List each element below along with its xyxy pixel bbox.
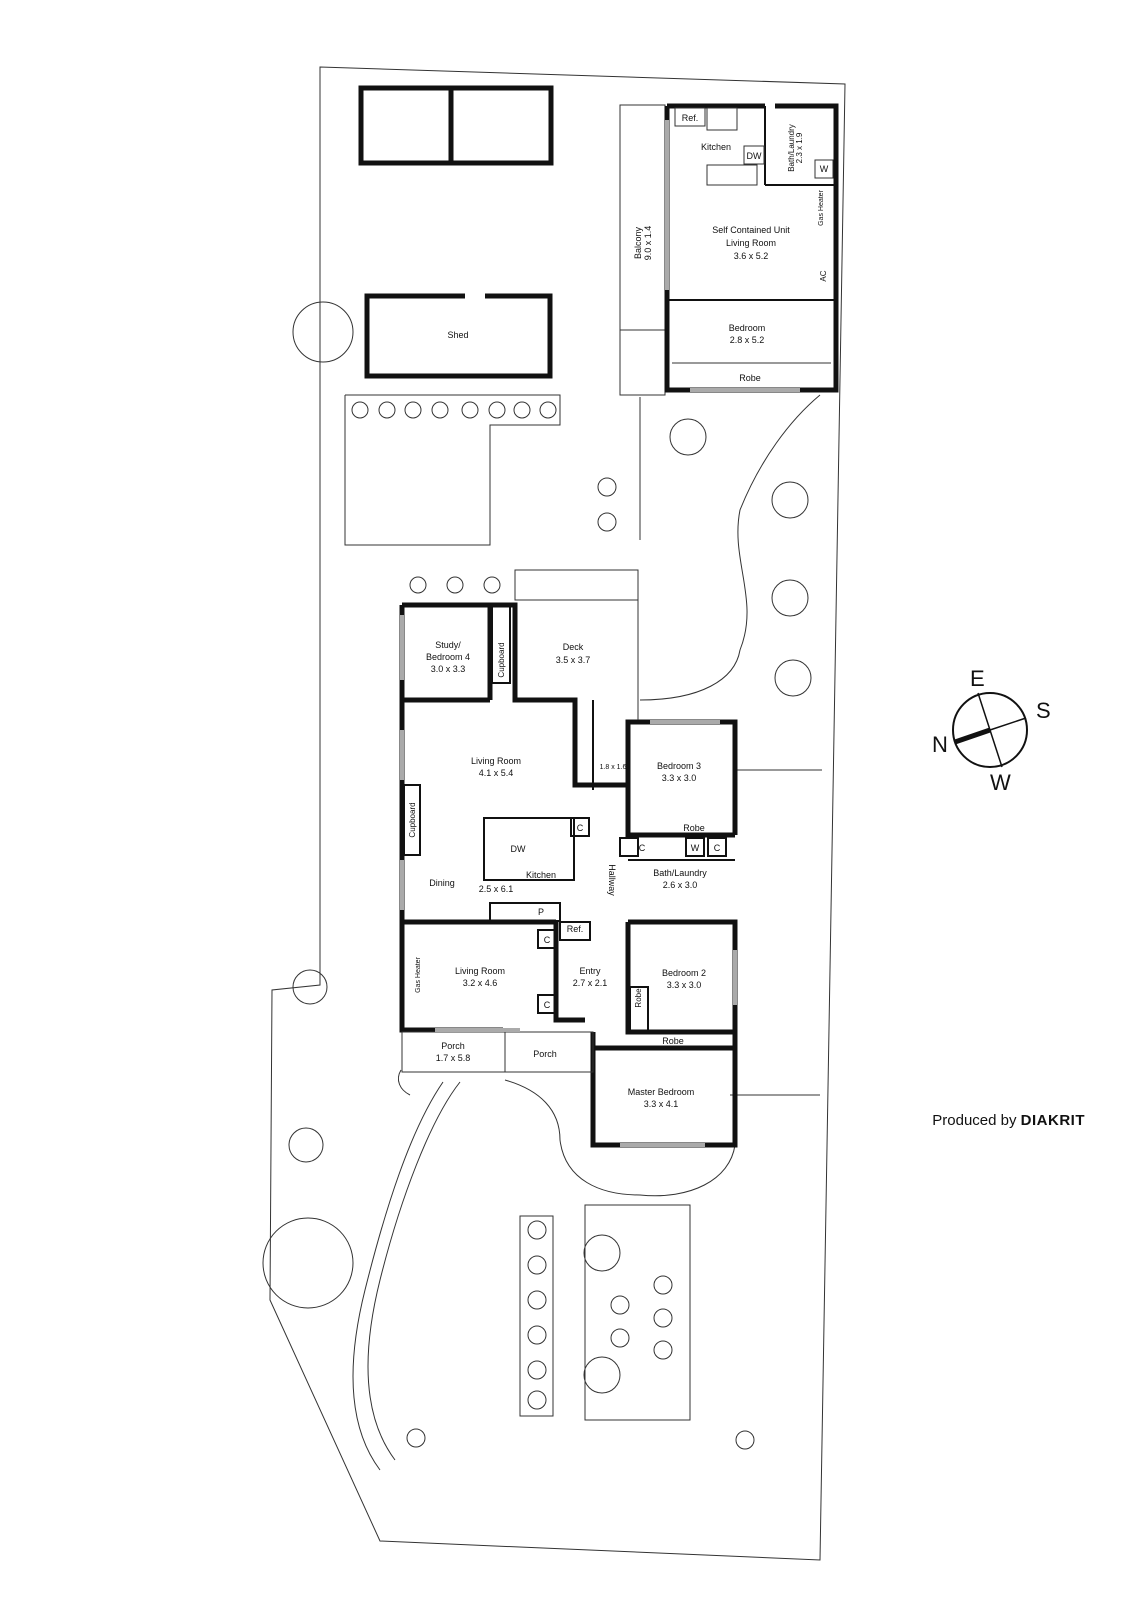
self-contained-unit xyxy=(619,103,839,396)
unit-robe-label: Robe xyxy=(739,373,761,383)
compass-north: N xyxy=(932,732,948,757)
unit-balcony-dim: 9.0 x 1.4 xyxy=(643,226,653,261)
shed xyxy=(364,293,553,379)
compass-west: W xyxy=(990,770,1011,795)
bath-c1: C xyxy=(639,843,646,853)
garden-fences xyxy=(344,394,822,1471)
unit-living-dim: 3.6 x 5.2 xyxy=(734,251,769,261)
bed2-robe: Robe xyxy=(634,988,643,1008)
credit-text: Produced by DIAKRIT xyxy=(932,1112,1085,1129)
kitchen-dw: DW xyxy=(511,844,526,854)
living1-dim: 4.1 x 5.4 xyxy=(479,768,514,778)
bed2-dim: 3.3 x 3.0 xyxy=(667,980,702,990)
bath-w: W xyxy=(691,843,700,853)
unit-gas-heater-label: Gas Heater xyxy=(818,189,825,225)
unit-bath-dim: 2.3 x 1.9 xyxy=(795,132,804,163)
unit-bed-dim: 2.8 x 5.2 xyxy=(730,335,765,345)
living2-dim: 3.2 x 4.6 xyxy=(463,978,498,988)
ref-label: Ref. xyxy=(567,924,584,934)
porch2-name: Porch xyxy=(533,1049,557,1059)
kitchen-name: Kitchen xyxy=(526,870,556,880)
wc-dim: 1.8 x 1.6 xyxy=(600,764,627,771)
compass-rose: N E S W xyxy=(932,666,1051,795)
credit-prefix: Produced by xyxy=(932,1112,1017,1129)
living2-name: Living Room xyxy=(455,966,505,976)
pantry-label: P xyxy=(538,907,544,917)
study-line2: Bedroom 4 xyxy=(426,652,470,662)
living1-name: Living Room xyxy=(471,756,521,766)
study-dim: 3.0 x 3.3 xyxy=(431,664,466,674)
master-dim: 3.3 x 4.1 xyxy=(644,1099,679,1109)
trees xyxy=(262,301,812,1450)
bath-name: Bath/Laundry xyxy=(653,868,707,878)
unit-bed-name: Bedroom xyxy=(729,323,766,333)
unit-kitchen-label: Kitchen xyxy=(701,142,731,152)
bed3-robe: Robe xyxy=(683,823,705,833)
master-name: Master Bedroom xyxy=(628,1087,695,1097)
room-labels: Shed Ref. Kitchen DW Bath/Laundry 2.3 x … xyxy=(408,113,829,1109)
living2-c2: C xyxy=(544,1000,551,1010)
unit-ref-label: Ref. xyxy=(682,113,699,123)
bed3-dim: 3.3 x 3.0 xyxy=(662,773,697,783)
compass-south: S xyxy=(1036,698,1051,723)
unit-living-line2: Living Room xyxy=(726,238,776,248)
compass-east: E xyxy=(970,666,985,691)
bed3-name: Bedroom 3 xyxy=(657,761,701,771)
study-line1: Study/ xyxy=(435,640,461,650)
deck-name: Deck xyxy=(563,642,584,652)
credit-brand: DIAKRIT xyxy=(1020,1112,1085,1129)
unit-balcony-name: Balcony xyxy=(633,226,643,259)
hallway-label: Hallway xyxy=(607,864,617,896)
property-boundary xyxy=(269,66,846,1561)
dining-label: Dining xyxy=(429,878,455,888)
main-house xyxy=(399,569,738,1148)
bath-c2: C xyxy=(714,843,721,853)
deck-dim: 3.5 x 3.7 xyxy=(556,655,591,665)
kitchen-dim: 2.5 x 6.1 xyxy=(479,884,514,894)
unit-dw-label: DW xyxy=(747,151,762,161)
cupboard-left: Cupboard xyxy=(408,802,417,837)
bath-dim: 2.6 x 3.0 xyxy=(663,880,698,890)
shed-label: Shed xyxy=(447,330,468,340)
master-robe: Robe xyxy=(662,1036,684,1046)
living2-c1: C xyxy=(544,935,551,945)
unit-bath-name: Bath/Laundry xyxy=(787,124,796,172)
unit-ac-label: AC xyxy=(819,270,828,281)
unit-living-line1: Self Contained Unit xyxy=(712,225,790,235)
study-cupboard: Cupboard xyxy=(497,642,506,677)
entry-dim: 2.7 x 2.1 xyxy=(573,978,608,988)
kitchen-c: C xyxy=(577,823,584,833)
planter-boxes xyxy=(358,85,554,166)
unit-w-label: W xyxy=(820,164,829,174)
gas-heater-label: Gas Heater xyxy=(415,956,422,992)
bed2-name: Bedroom 2 xyxy=(662,968,706,978)
entry-name: Entry xyxy=(579,966,601,976)
porch1-dim: 1.7 x 5.8 xyxy=(436,1053,471,1063)
porch1-name: Porch xyxy=(441,1041,465,1051)
